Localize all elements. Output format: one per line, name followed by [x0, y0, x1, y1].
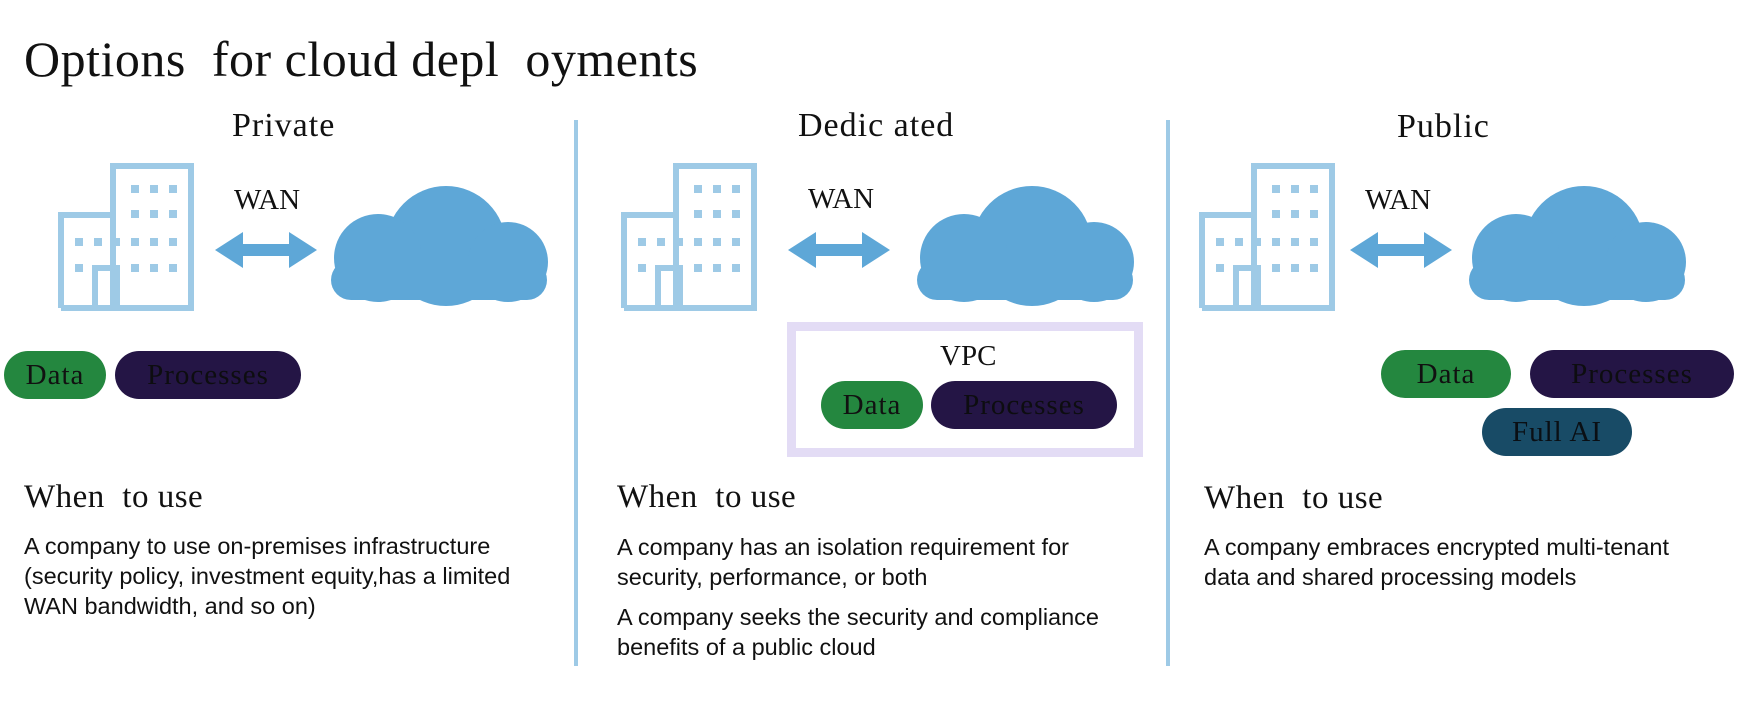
page-title: Options for cloud depl oyments: [24, 31, 699, 87]
double-arrow-icon: [1350, 232, 1452, 268]
building-icon: [1199, 163, 1335, 311]
public-column-title: Public: [1397, 108, 1490, 145]
full-ai-pill: Full AI: [1482, 408, 1632, 456]
cloud-icon: [1469, 186, 1686, 306]
processes-pill: Processes: [115, 351, 301, 399]
wan-label: WAN: [1365, 184, 1432, 216]
double-arrow-icon: [215, 232, 317, 268]
vpc-box: [787, 322, 1143, 457]
vpc-label: VPC: [940, 340, 997, 372]
processes-pill: Processes: [1530, 350, 1734, 398]
cloud-icon: [331, 186, 548, 306]
processes-pill: Processes: [931, 381, 1117, 429]
use-case-text: A company seeks the security and complia…: [617, 604, 1100, 660]
private-column-title: Private: [232, 107, 336, 144]
data-pill: Data: [821, 381, 923, 429]
use-case-text: A company has an isolation requirement f…: [617, 534, 1069, 590]
data-pill: Data: [1381, 350, 1511, 398]
double-arrow-icon: [788, 232, 890, 268]
when-to-use-heading: When to use: [617, 479, 797, 515]
when-to-use-heading: When to use: [1204, 480, 1384, 516]
building-icon: [621, 163, 757, 311]
data-pill: Data: [4, 351, 106, 399]
when-to-use-heading: When to use: [24, 479, 204, 515]
column-divider: [574, 120, 578, 666]
use-case-text: A company embraces encrypted multi-tenan…: [1204, 534, 1670, 590]
cloud-icon: [917, 186, 1134, 306]
use-case-text: A company to use on-premises infrastruct…: [24, 533, 511, 619]
dedicated-column-title: Dedic ated: [798, 107, 955, 144]
building-icon: [58, 163, 194, 311]
column-divider: [1166, 120, 1170, 666]
wan-label: WAN: [808, 183, 875, 215]
wan-label: WAN: [234, 184, 301, 216]
